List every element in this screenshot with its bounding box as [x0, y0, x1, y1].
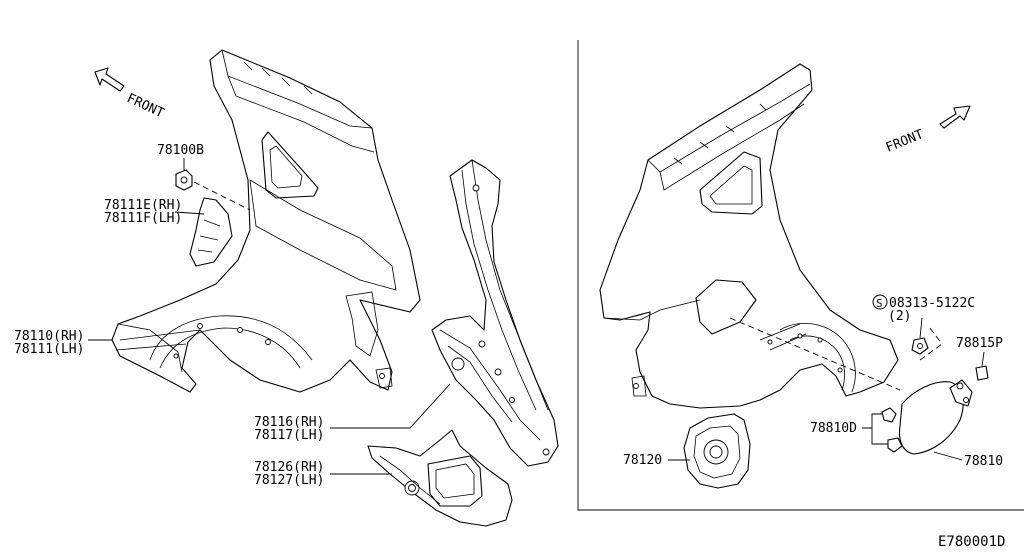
right-view: FRONT — [599, 63, 989, 489]
clip-78810D-upper — [881, 407, 897, 423]
symbol-s-letter: S — [876, 297, 883, 310]
callout-08313: 08313-5122C — [889, 296, 975, 311]
quarter-panel-outer-right — [599, 63, 899, 409]
front-arrow-icon — [94, 67, 125, 92]
fuel-lid-78810 — [898, 379, 973, 455]
callout-78111F: 78111F(LH) — [104, 211, 182, 226]
symbol-s-icon — [872, 294, 888, 310]
diagram-code: E780001D — [938, 534, 1005, 550]
clip-78100B — [175, 169, 193, 191]
front-label-right: FRONT — [884, 127, 926, 156]
bracket-78111 — [189, 197, 233, 267]
left-view: FRONT — [88, 49, 559, 527]
callout-78815P: 78815P — [956, 336, 1003, 351]
screw-08313 — [911, 337, 929, 355]
right-view-frame — [577, 40, 1024, 511]
callout-78110: 78110(RH) — [14, 329, 84, 344]
callout-78810D: 78810D — [810, 421, 857, 436]
callout-78111: 78111(LH) — [14, 342, 84, 357]
pillar-78116 — [431, 159, 559, 467]
callout-78126: 78126(RH) — [254, 460, 324, 475]
callout-78120: 78120 — [623, 453, 662, 468]
bumper-78815P — [975, 365, 989, 381]
filler-base-78120 — [683, 413, 751, 489]
clip-78810D-lower — [887, 437, 903, 453]
wheelhouse-78126 — [367, 429, 513, 527]
callout-78127: 78127(LH) — [254, 473, 324, 488]
callout-78810: 78810 — [964, 454, 1003, 469]
callout-78116: 78116(RH) — [254, 415, 324, 430]
callout-qty: (2) — [888, 309, 911, 324]
quarter-panel-outer — [111, 49, 421, 393]
callout-78117: 78117(LH) — [254, 428, 324, 443]
front-label-left: FRONT — [124, 91, 166, 121]
front-arrow-right-icon — [939, 105, 971, 129]
callout-78100B: 78100B — [157, 143, 204, 158]
callout-78111E: 78111E(RH) — [104, 198, 182, 213]
